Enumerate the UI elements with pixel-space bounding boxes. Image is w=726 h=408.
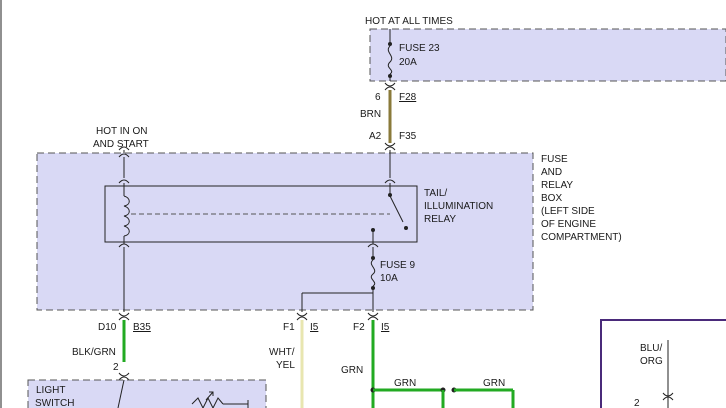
right-wire-label-2: ORG bbox=[640, 356, 663, 367]
fuse-box-label-6: OF ENGINE bbox=[541, 219, 596, 230]
wht-yel-label-2: YEL bbox=[276, 360, 295, 371]
blk-grn-label: BLK/GRN bbox=[72, 347, 116, 358]
light-switch-label-2: SWITCH bbox=[35, 398, 74, 408]
fuse-box-label-3: RELAY bbox=[541, 180, 573, 191]
hot-in-on-label-2: AND START bbox=[93, 139, 149, 150]
pin-2-label: 2 bbox=[113, 362, 119, 373]
fuse23-symbol bbox=[387, 45, 393, 75]
connector-f35: F35 bbox=[399, 131, 417, 142]
hot-in-on-label-1: HOT IN ON bbox=[96, 126, 147, 137]
fuse-box-label-5: (LEFT SIDE bbox=[541, 206, 595, 217]
connector-f1-code: I5 bbox=[310, 322, 319, 333]
connector-f2-code: I5 bbox=[381, 322, 390, 333]
grn-label: GRN bbox=[341, 365, 363, 376]
right-wire-label-1: BLU/ bbox=[640, 343, 662, 354]
relay-label-3: RELAY bbox=[424, 214, 456, 225]
fuse23-rating: 20A bbox=[399, 57, 417, 68]
fuse-box-label-4: BOX bbox=[541, 193, 562, 204]
relay-label-1: TAIL/ bbox=[424, 188, 447, 199]
splice-grn-right-label: GRN bbox=[483, 378, 505, 389]
fuse-box-label-1: FUSE bbox=[541, 154, 568, 165]
light-switch-box bbox=[27, 379, 267, 408]
relay-coil bbox=[123, 195, 130, 237]
connector-d10-pin: D10 bbox=[98, 322, 117, 333]
connector-f1-pin: F1 bbox=[283, 322, 295, 333]
fuse9-name: FUSE 9 bbox=[380, 260, 415, 271]
right-pin-label: 2 bbox=[634, 398, 640, 408]
wht-yel-label-1: WHT/ bbox=[269, 347, 295, 358]
connector-a2: A2 bbox=[369, 131, 382, 142]
light-switch-label-1: LIGHT bbox=[36, 385, 65, 396]
splice-grn-left-label: GRN bbox=[394, 378, 416, 389]
connector-top-code: F28 bbox=[399, 92, 417, 103]
fuse-box-label-2: AND bbox=[541, 167, 562, 178]
connector-top-pin: 6 bbox=[375, 92, 381, 103]
connector-d10-code: B35 bbox=[133, 322, 151, 333]
connector-f2-pin: F2 bbox=[353, 322, 365, 333]
fuse23-box bbox=[369, 28, 726, 82]
fuse23-name: FUSE 23 bbox=[399, 43, 440, 54]
fuse9-symbol bbox=[370, 259, 376, 287]
relay-switch-arm bbox=[389, 195, 404, 223]
hot-at-all-times-label: HOT AT ALL TIMES bbox=[365, 16, 453, 27]
fuse-box-label-7: COMPARTMENT) bbox=[541, 232, 622, 243]
relay-label-2: ILLUMINATION bbox=[424, 201, 493, 212]
right-component-box bbox=[600, 319, 726, 408]
brn-label: BRN bbox=[360, 109, 381, 120]
fuse9-rating: 10A bbox=[380, 273, 398, 284]
